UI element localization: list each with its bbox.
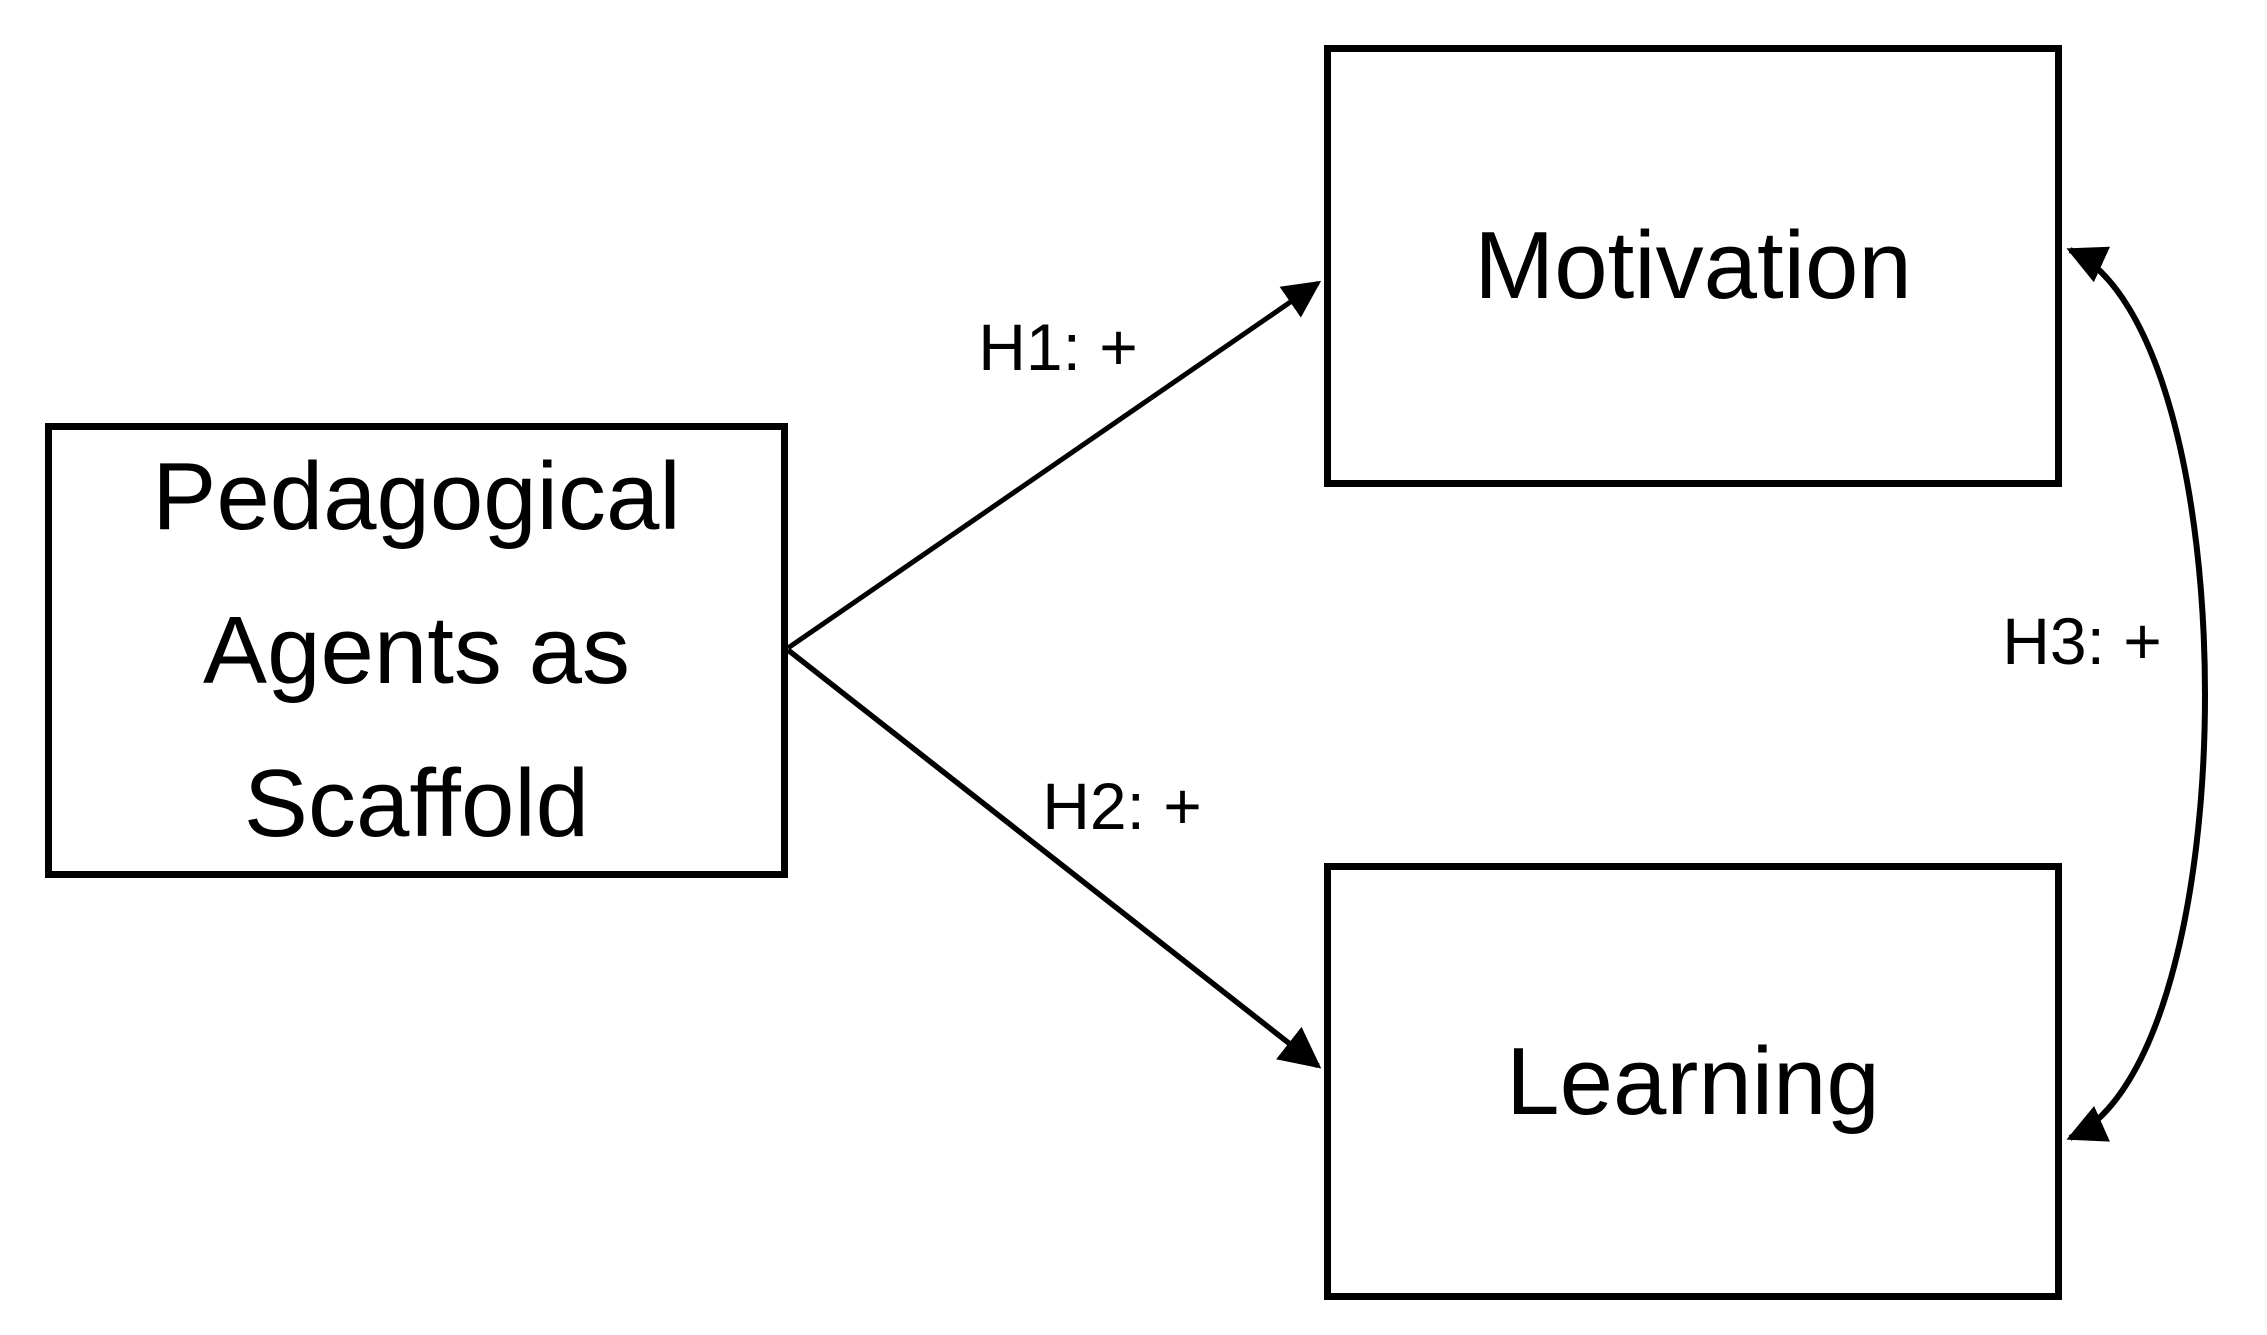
node-scaffold-label: Pedagogical Agents as Scaffold (152, 443, 681, 858)
h3-label: H3: + (2002, 603, 2162, 679)
node-learning: Learning (1324, 863, 2062, 1300)
h3-double-arrow (2066, 246, 2208, 1142)
h1-arrow (786, 280, 1322, 651)
node-learning-label: Learning (1506, 1027, 1880, 1135)
h2-label: H2: + (1042, 768, 1202, 844)
node-motivation: Motivation (1324, 45, 2062, 487)
h2-arrow (786, 647, 1322, 1069)
h1-label: H1: + (978, 309, 1138, 385)
node-motivation-label: Motivation (1474, 212, 1912, 320)
node-scaffold: Pedagogical Agents as Scaffold (45, 423, 788, 878)
